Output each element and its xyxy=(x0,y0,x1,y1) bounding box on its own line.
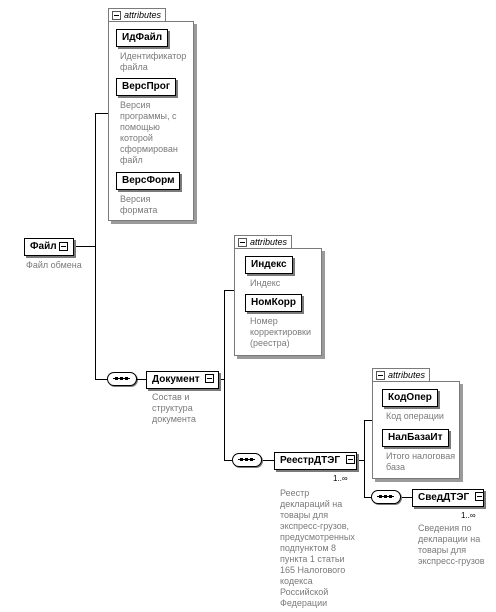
expand-icon[interactable] xyxy=(346,455,355,464)
attr-idfile-desc: Идентификатор файла xyxy=(120,51,187,72)
connector xyxy=(357,460,364,461)
element-sved[interactable]: СведДТЭГ xyxy=(412,489,488,510)
attributes-tab[interactable]: attributes xyxy=(234,235,293,249)
cardinality: 1..∞ xyxy=(333,474,348,483)
connector xyxy=(364,497,371,498)
attr-nomkorr-desc: Номер корректировки (реестра) xyxy=(250,316,312,348)
attributes-label: attributes xyxy=(388,370,426,380)
attr-idfile-label: ИдФайл xyxy=(122,32,163,43)
connector xyxy=(260,460,274,461)
connector xyxy=(70,246,95,247)
element-sved-desc: Сведения по декларации на товары для экс… xyxy=(418,523,485,566)
expand-icon[interactable] xyxy=(205,374,214,383)
connector xyxy=(364,420,372,421)
cardinality: 1..∞ xyxy=(461,511,476,520)
attr-versform[interactable]: ВерсФорм xyxy=(116,172,181,190)
collapse-icon[interactable] xyxy=(112,11,121,20)
element-reestr-desc: Реестр деклараций на товары для экспресс… xyxy=(280,488,355,608)
element-sved-label: СведДТЭГ xyxy=(418,492,470,503)
attr-index-label: Индекс xyxy=(251,259,287,270)
attr-index-desc: Индекс xyxy=(250,278,281,288)
connector xyxy=(224,290,234,291)
attr-nalbazait-desc: Итого налоговая база xyxy=(386,451,456,472)
attr-kodoper-label: КодОпер xyxy=(388,392,432,403)
attributes-label: attributes xyxy=(250,237,288,247)
sequence-icon[interactable] xyxy=(371,490,401,504)
connector xyxy=(399,497,412,498)
attr-versform-label: ВерсФорм xyxy=(122,175,175,186)
expand-icon[interactable] xyxy=(475,492,484,501)
collapse-icon[interactable] xyxy=(238,238,247,247)
connector xyxy=(95,113,96,379)
collapse-icon[interactable] xyxy=(376,371,385,380)
attributes-tab[interactable]: attributes xyxy=(108,8,167,22)
connector xyxy=(136,379,146,380)
sequence-icon[interactable] xyxy=(232,453,262,467)
attr-index[interactable]: Индекс xyxy=(245,256,293,274)
attr-nalbazait-label: НалБазаИт xyxy=(388,432,443,443)
attr-idfile[interactable]: ИдФайл xyxy=(116,29,169,47)
attr-nalbazait[interactable]: НалБазаИт xyxy=(382,429,449,447)
connector xyxy=(224,460,232,461)
element-reestr[interactable]: РеестрДТЭГ xyxy=(274,452,360,473)
connector xyxy=(364,420,365,497)
element-document-desc: Состав и структура документа xyxy=(152,392,196,424)
element-document-label: Документ xyxy=(152,374,200,385)
element-document[interactable]: Документ xyxy=(146,371,219,389)
connector xyxy=(95,113,108,114)
attributes-tab[interactable]: attributes xyxy=(372,368,431,382)
attr-versprog[interactable]: ВерсПрог xyxy=(116,78,177,96)
attr-versform-desc: Версия формата xyxy=(120,194,158,215)
connector xyxy=(95,379,108,380)
expand-icon[interactable] xyxy=(59,242,68,251)
attr-kodoper[interactable]: КодОпер xyxy=(382,389,438,407)
element-file-desc: Файл обмена xyxy=(26,260,82,270)
connector xyxy=(224,290,225,460)
attr-versprog-desc: Версия программы, с помощью которой сфор… xyxy=(120,100,178,165)
attr-versprog-label: ВерсПрог xyxy=(122,81,171,92)
attr-nomkorr[interactable]: НомКорр xyxy=(245,294,303,312)
attr-nomkorr-label: НомКорр xyxy=(251,297,297,308)
sequence-icon[interactable] xyxy=(107,372,137,386)
element-file-label: Файл xyxy=(30,241,57,252)
connector xyxy=(214,379,224,380)
attributes-label: attributes xyxy=(124,10,162,20)
element-reestr-label: РеестрДТЭГ xyxy=(280,455,340,466)
attr-kodoper-desc: Код операции xyxy=(386,411,444,421)
